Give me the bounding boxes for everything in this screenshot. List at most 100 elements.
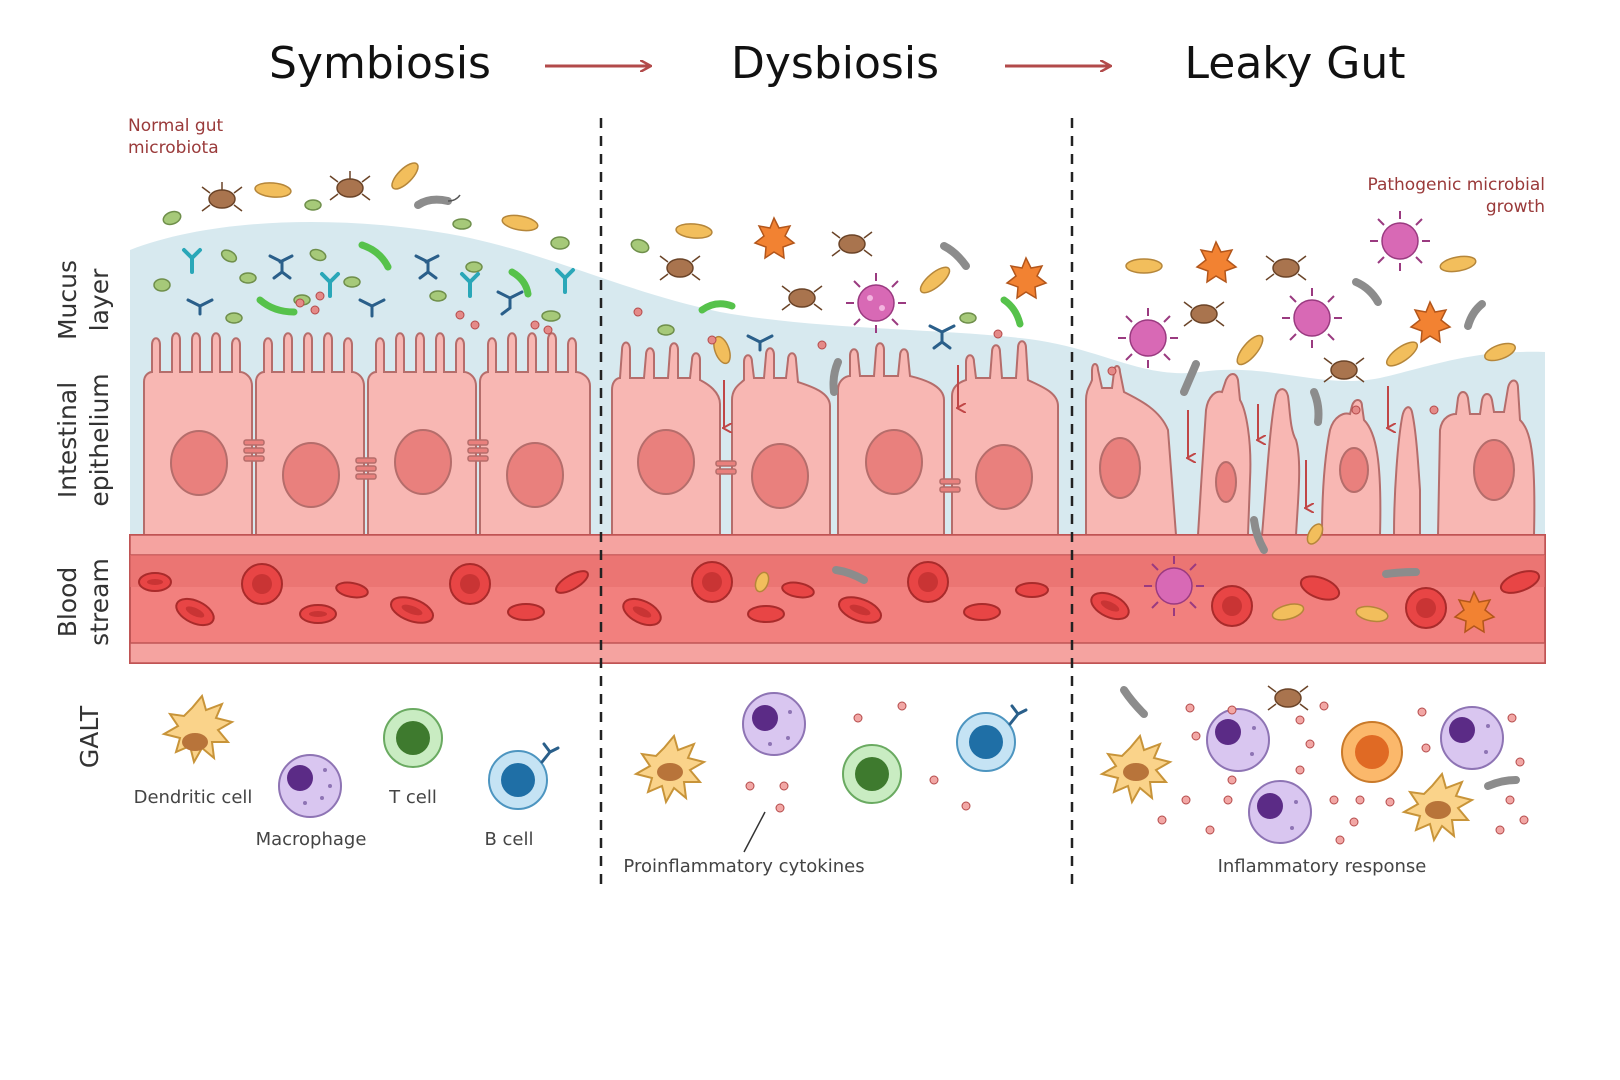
cytokines [1157,701,1529,845]
red-blood-cell-icon [175,597,215,627]
red-blood-cell-icon [747,605,785,623]
blood-vessel [129,534,1546,664]
tick-microbe-icon [1183,255,1365,711]
virus-icon [846,273,906,333]
t-cell-icon [842,744,902,804]
tight-junctions [243,439,489,480]
red-blood-cell-icon [241,563,283,605]
pathogenic-growth-label-2: growth [1486,197,1545,217]
red-blood-cell-icon [691,561,733,603]
macrophage-icon [1206,708,1270,772]
red-blood-cell-icon [389,596,435,624]
antibody-bound-icon [746,324,956,352]
title-symbiosis: Symbiosis [269,38,491,89]
epithelial-cell-damaged [1260,388,1301,536]
epithelial-cell-damaged [1196,373,1252,536]
epithelial-cell [143,332,253,536]
red-blood-cell-icon [138,572,172,592]
red-blood-cell-icon [1499,570,1541,594]
cytokines-pointer [743,811,766,853]
mucus-layer-label-1: Mucus [53,260,82,340]
red-blood-cell-icon [555,570,589,594]
galt-dysbiosis: Proinflammatory cytokines [623,692,1028,877]
red-blood-cells [138,561,1541,629]
b-cell-icon [488,742,560,810]
epithelium-leaky-gut [1085,363,1536,536]
epithelium-label-1: Intestinal [53,382,82,498]
tick-microbe-icon [659,231,873,311]
epithelial-cell-damaged [1320,399,1382,536]
normal-microbiota-label-1: Normal gut [128,116,223,136]
epithelium-label-2: epithelium [85,373,114,506]
red-blood-cell-icon [1299,575,1341,601]
red-blood-cell-icon [781,581,815,599]
rod-bacteria-icon [256,241,532,316]
activated-cell-icon [1341,721,1403,783]
cytokines-label: Proinflammatory cytokines [623,856,864,877]
rod-bacteria-icon [829,242,970,584]
inflammatory-response-label: Inflammatory response [1218,856,1427,877]
b-cell-icon [956,704,1028,772]
macrophage-label: Macrophage [256,829,367,850]
galt-label: GALT [75,705,104,768]
epithelial-cell [611,341,721,536]
macrophage-icon [742,692,806,756]
t-cell-label: T cell [388,787,437,808]
rod-bacteria-icon [414,194,461,209]
title-leaky-gut: Leaky Gut [1185,38,1406,89]
leak-arrows [724,365,958,428]
red-blood-cell-icon [335,581,369,599]
macrophage-icon [1440,706,1504,770]
epithelial-cell [367,332,477,536]
red-blood-cell-icon [1090,591,1130,621]
macrophage-icon [1248,780,1312,844]
antibody-icon [182,248,575,298]
epithelium-dysbiosis [611,340,1059,536]
red-blood-cell-icon [1405,587,1447,629]
b-cell-label: B cell [484,829,533,850]
microbiota-symbiosis [153,162,575,335]
red-blood-cell-icon [299,604,337,624]
t-cell-icon [383,708,443,768]
stage-titles: Symbiosis Dysbiosis Leaky Gut [269,38,1405,89]
dendritic-cell-icon [161,693,235,765]
epithelial-cell [951,340,1059,536]
tight-junctions [715,460,961,493]
spiky-pathogen-icon [1195,240,1496,634]
leak-arrows [1188,386,1388,508]
tick-microbe-icon [201,171,371,212]
red-blood-cell-icon [963,603,1001,621]
dendritic-cell-icon [1401,771,1475,843]
blood-stream-label-2: stream [85,558,114,646]
spiky-pathogen-icon [753,216,1048,300]
epithelial-cell-damaged [1436,379,1536,536]
red-blood-cell-icon [507,603,545,621]
antibody-bound-icon [186,254,524,318]
red-blood-cell-icon [837,596,883,624]
red-blood-cell-icon [1211,585,1253,627]
microbiota-dysbiosis [630,216,1048,593]
red-blood-cell-icon [622,597,662,627]
normal-microbiota-label-2: microbiota [128,138,219,158]
rod-bacteria-icon [1120,278,1520,790]
dendritic-cell-icon [1099,733,1173,805]
red-blood-cell-icon [1015,582,1049,598]
microbiota-leaky-gut [1107,211,1520,790]
mucus-layer-label-2: layer [85,268,114,331]
pathogenic-growth-label-1: Pathogenic microbial [1367,175,1545,195]
dendritic-cell-label: Dendritic cell [134,787,253,808]
red-blood-cell-icon [907,561,949,603]
galt-leaky-gut: Inflammatory response [1099,701,1529,877]
epithelial-cell [255,332,365,536]
epithelial-cell [837,342,945,536]
stage-dividers [599,118,1074,890]
virus-icon [1118,211,1430,616]
epithelial-cell-damaged [1085,363,1178,536]
epithelial-cell-damaged [1392,406,1421,536]
galt-symbiosis: Dendritic cell Macrophage T cell B cell [134,693,560,850]
epithelial-cell [731,347,831,536]
epithelium-symbiosis [143,332,591,536]
cytokines [745,701,971,813]
rod-bacteria-icon [698,296,1024,328]
